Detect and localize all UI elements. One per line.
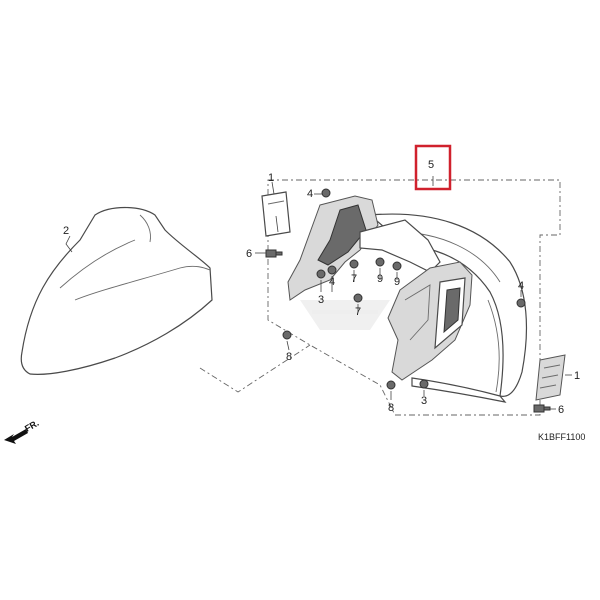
callout-5: 5 xyxy=(428,159,434,171)
callout-6-right: 6 xyxy=(558,404,564,416)
inner-fender-assembly xyxy=(287,195,528,403)
fastener-nut-4-mid xyxy=(327,265,337,275)
callout-3-mid: 3 xyxy=(318,294,324,306)
fastener-bolt-8-a xyxy=(282,330,292,340)
front-fender-part xyxy=(20,206,213,375)
arrow-left-down-icon xyxy=(4,429,28,444)
fastener-nut-4-top xyxy=(321,188,331,198)
fastener-clip-3-mid xyxy=(316,269,326,279)
fastener-screw-9-b xyxy=(392,261,402,271)
front-direction-indicator: FR. xyxy=(4,418,41,444)
honda-watermark xyxy=(300,300,390,330)
callout-9-a: 9 xyxy=(377,273,383,285)
reflector-upper xyxy=(261,191,291,237)
callout-1-top: 1 xyxy=(268,172,274,184)
callout-3-low: 3 xyxy=(421,395,427,407)
fastener-bolt-6-right xyxy=(533,404,551,413)
fastener-bolt-6-left xyxy=(265,249,283,258)
fastener-clip-3-low xyxy=(419,379,429,389)
fastener-screw-9-a xyxy=(375,257,385,267)
callout-4-right: 4 xyxy=(518,280,524,292)
callout-1-right: 1 xyxy=(574,370,580,382)
callout-4-mid: 4 xyxy=(329,276,335,288)
fastener-nut-4-right xyxy=(516,298,526,308)
fender-link-line xyxy=(199,344,311,393)
callout-6-left: 6 xyxy=(246,248,252,260)
callout-8-a: 8 xyxy=(286,351,292,363)
diagram-code: K1BFF1100 xyxy=(538,432,585,442)
callout-7-a: 7 xyxy=(351,273,357,285)
callout-8-b: 8 xyxy=(388,402,394,414)
highlight-box xyxy=(414,144,452,191)
fastener-bolt-8-b xyxy=(386,380,396,390)
callout-7-b: 7 xyxy=(355,306,361,318)
callout-4-top: 4 xyxy=(307,188,313,200)
reflector-right xyxy=(535,354,566,401)
fastener-screw-7-a xyxy=(349,259,359,269)
callout-2: 2 xyxy=(63,225,69,237)
fastener-screw-7-b xyxy=(353,293,363,303)
front-direction-label: FR. xyxy=(23,418,41,434)
callout-9-b: 9 xyxy=(394,276,400,288)
